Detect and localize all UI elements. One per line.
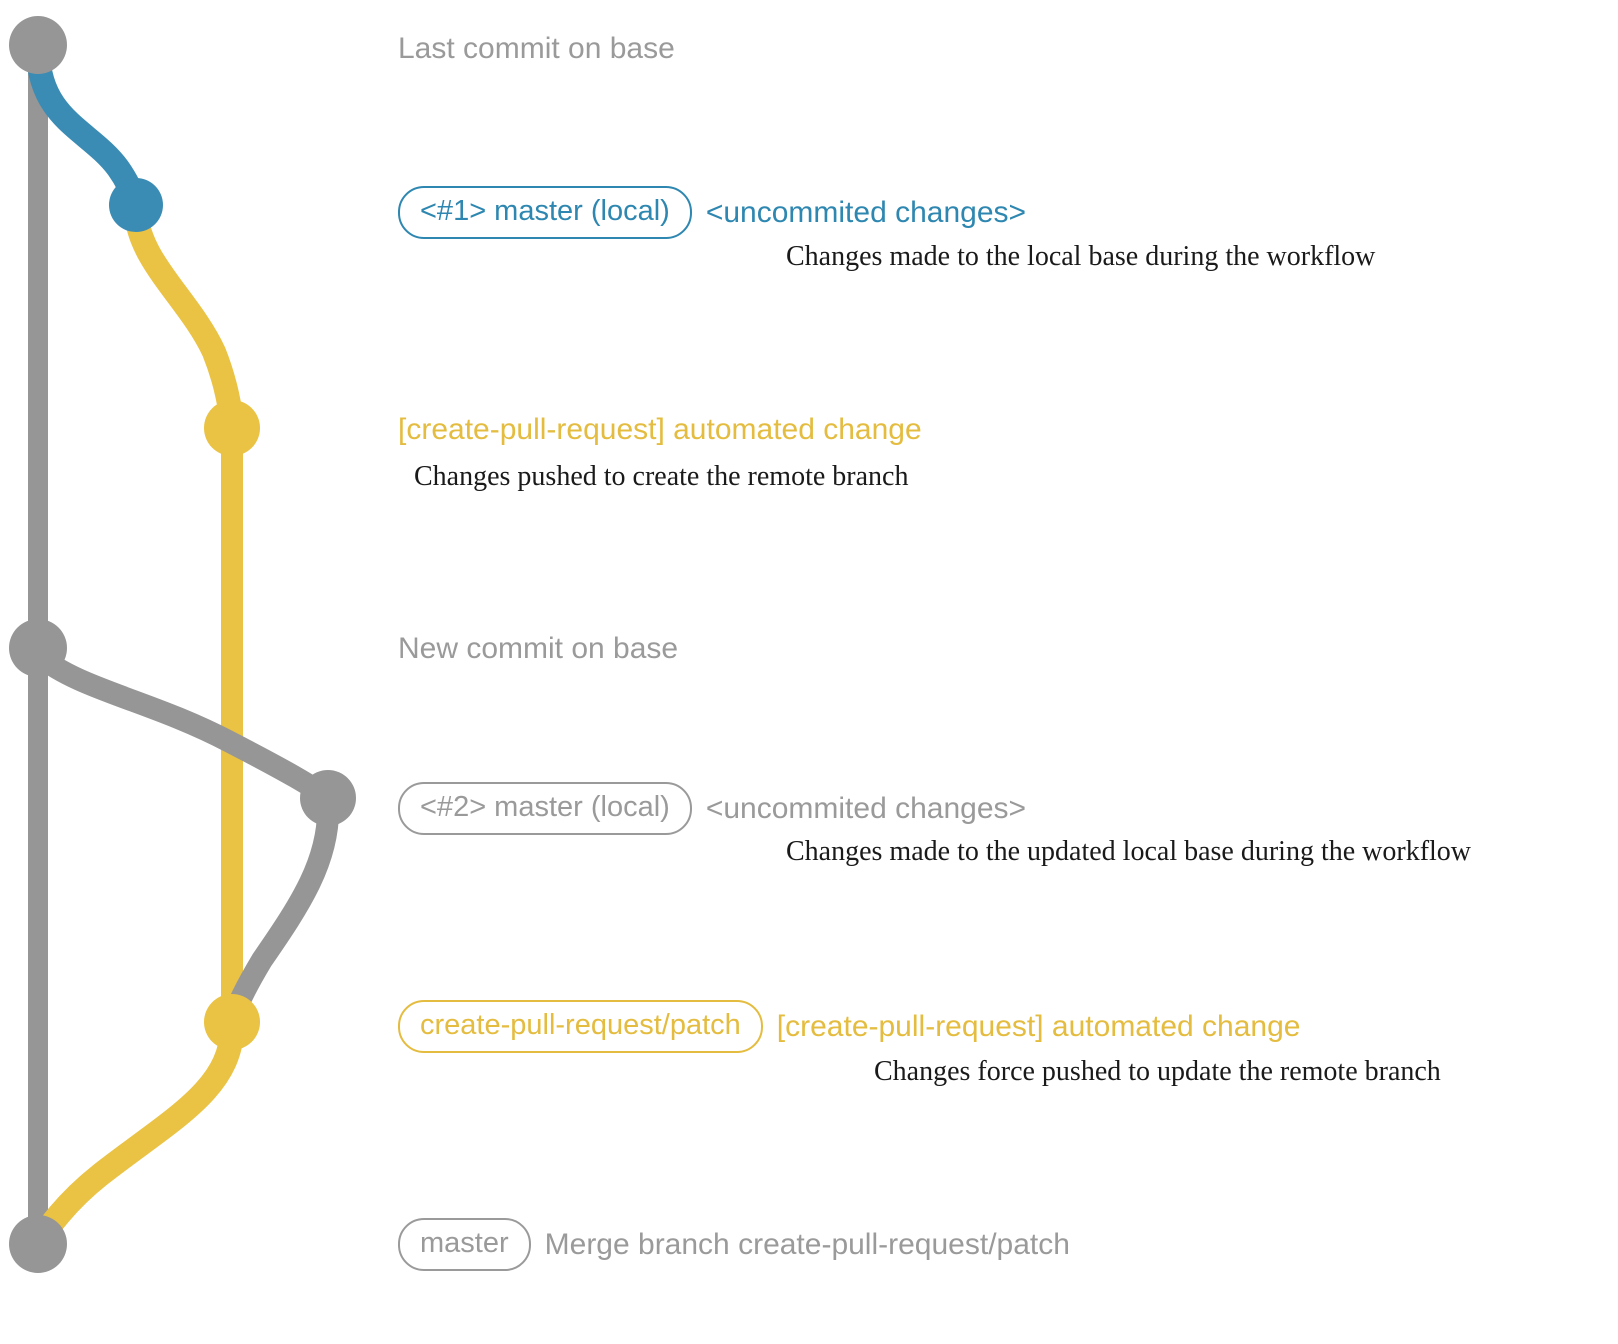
commit-node-last-commit-on-base: [9, 16, 67, 74]
commit-node-master-local-1: [109, 178, 163, 232]
commit-subject-last-commit-on-base: Last commit on base: [398, 32, 675, 65]
commit-description-automated-change-2: Changes force pushed to update the remot…: [874, 1056, 1441, 1087]
commit-node-automated-change-2: [204, 994, 260, 1050]
entry-automated-change-1: [create-pull-request] automated change: [398, 415, 922, 445]
commit-description-master-local-2: Changes made to the updated local base d…: [786, 836, 1472, 867]
commit-node-master-local-2: [300, 770, 356, 826]
commit-subject-new-commit-on-base: New commit on base: [398, 632, 679, 665]
commit-subject-merge-branch: Merge branch create-pull-request/patch: [544, 1227, 1070, 1261]
commit-subject-master-local-2: <uncommited changes>: [705, 791, 1027, 825]
entry-automated-change-2: create-pull-request/patch [create-pull-r…: [398, 1000, 1300, 1053]
commit-node-new-commit-on-base: [9, 619, 67, 677]
branch-chip-master-local-1[interactable]: <#1> master (local): [398, 186, 692, 239]
git-graph-canvas: [9, 16, 356, 1273]
entry-master-local-1: <#1> master (local) <uncommited changes>: [398, 186, 1026, 239]
commit-subject-automated-change-1: [create-pull-request] automated change: [398, 413, 922, 446]
entry-merge-branch: master Merge branch create-pull-request/…: [398, 1218, 1070, 1271]
commit-node-merge-branch: [9, 1215, 67, 1273]
branch-chip-create-pull-request-patch[interactable]: create-pull-request/patch: [398, 1000, 763, 1053]
commit-subject-automated-change-2: [create-pull-request] automated change: [776, 1009, 1301, 1043]
entry-last-commit-on-base: Last commit on base: [398, 34, 675, 64]
entry-master-local-2: <#2> master (local) <uncommited changes>: [398, 782, 1026, 835]
branch-chip-master-local-2[interactable]: <#2> master (local): [398, 782, 692, 835]
commit-subject-master-local-1: <uncommited changes>: [705, 195, 1027, 229]
entry-new-commit-on-base: New commit on base: [398, 634, 678, 664]
branch-chip-master[interactable]: master: [398, 1218, 531, 1271]
commit-description-master-local-1: Changes made to the local base during th…: [786, 241, 1376, 272]
commit-node-automated-change-1: [204, 400, 260, 456]
commit-description-automated-change-1: Changes pushed to create the remote bran…: [414, 461, 909, 492]
